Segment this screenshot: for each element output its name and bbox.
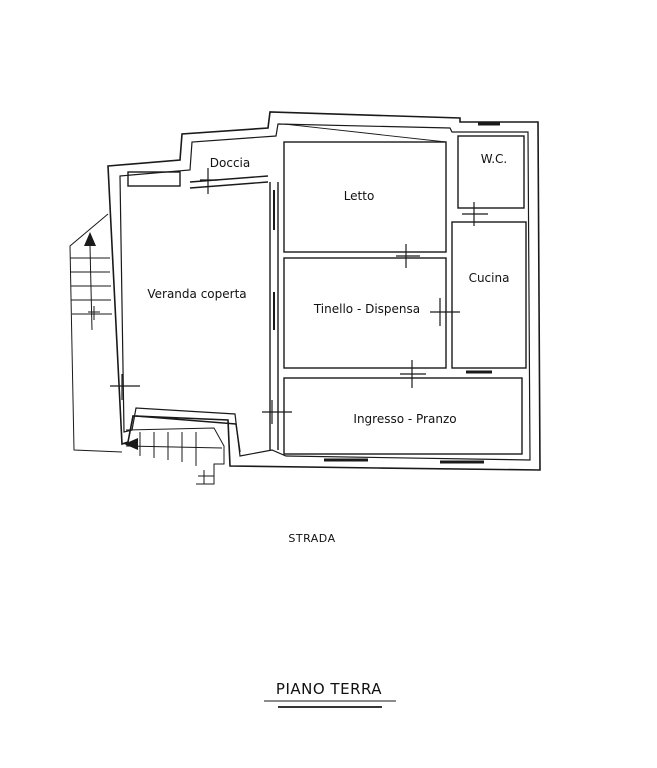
wall-veranda-bottom (135, 415, 237, 425)
exterior-stair (69, 213, 123, 453)
left-arrow-icon (124, 438, 138, 450)
steps-outline (125, 427, 225, 485)
room-wc-outline (457, 135, 525, 209)
stair-outline (69, 213, 123, 453)
room-letto-outline (283, 141, 447, 253)
wall-doccia-bottom (189, 175, 269, 183)
wall-doccia-bottom-inner (189, 181, 269, 189)
wall-veranda-corner (235, 423, 241, 453)
room-cucina-outline (451, 221, 527, 369)
interior-walls (127, 122, 527, 455)
room-label-tinello: Tinello - Dispensa (313, 302, 420, 316)
room-ingresso-outline (283, 377, 523, 455)
wall-veranda-top (127, 171, 181, 187)
room-label-cucina: Cucina (469, 271, 510, 285)
up-arrow-icon (84, 232, 96, 246)
exterior-walls (107, 111, 541, 471)
exterior-wall-outer (107, 111, 541, 471)
room-label-ingresso: Ingresso - Pranzo (353, 412, 456, 426)
plan-title: PIANO TERRA (276, 680, 382, 698)
room-label-veranda: Veranda coperta (147, 287, 246, 301)
stair-center-line (89, 245, 93, 331)
room-label-letto: Letto (344, 189, 375, 203)
openings (110, 168, 492, 464)
step-edge (125, 445, 223, 449)
room-label-wc: W.C. (481, 152, 508, 166)
room-label-doccia: Doccia (210, 156, 250, 170)
exterior-wall-inner (119, 123, 531, 461)
room-tinello-outline (283, 257, 447, 369)
entrance-steps (124, 427, 225, 485)
street-label: STRADA (288, 532, 335, 545)
letto-diagonal (283, 123, 447, 143)
